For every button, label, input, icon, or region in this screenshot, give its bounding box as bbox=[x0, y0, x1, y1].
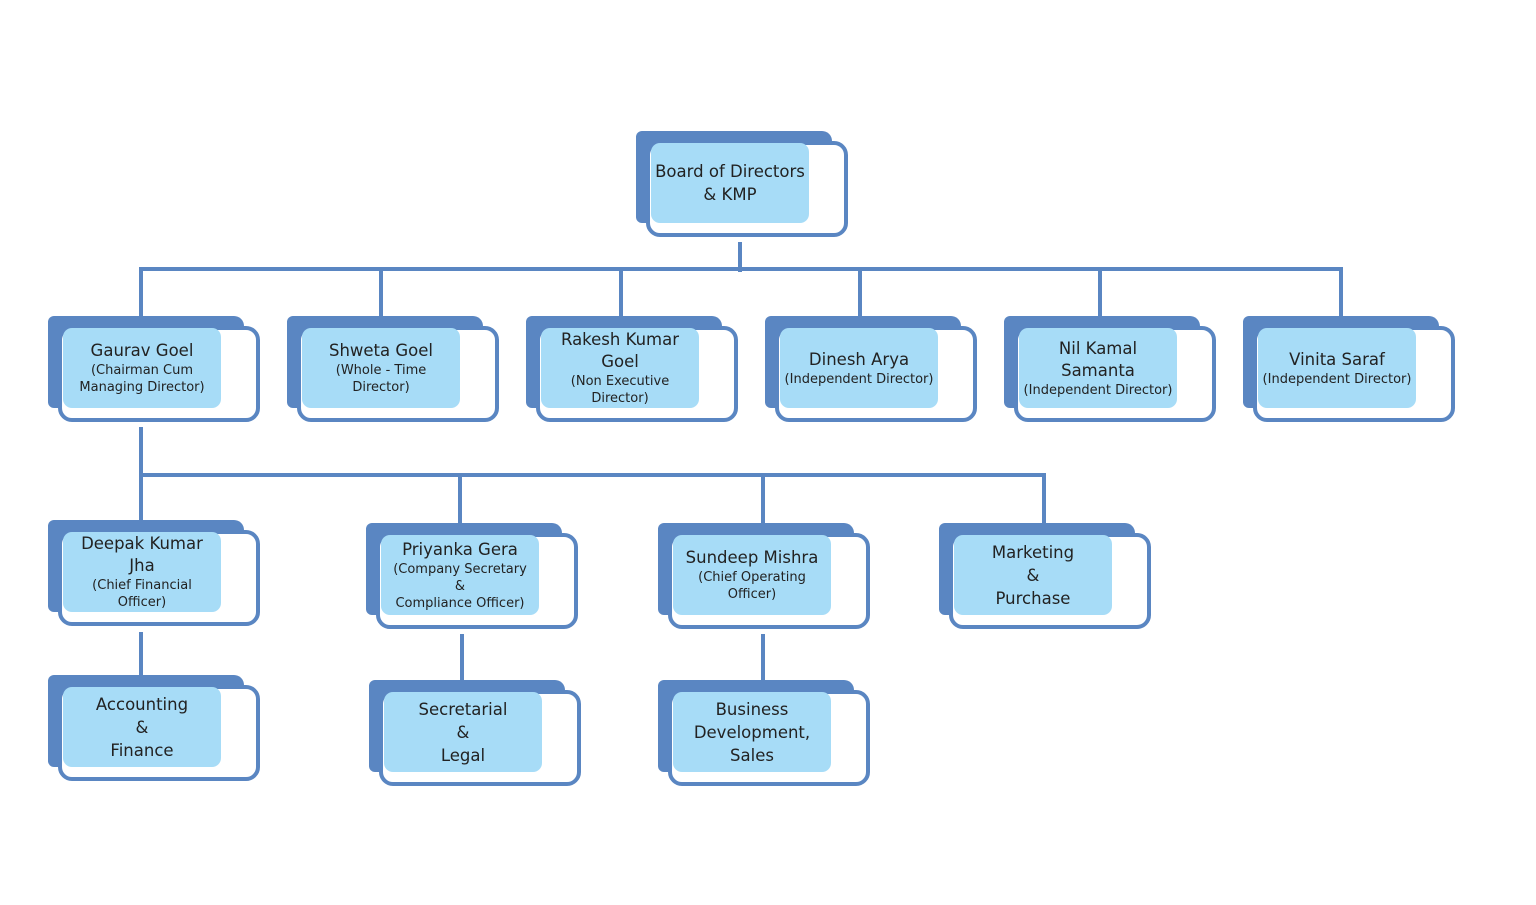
node-name: Accounting & Finance bbox=[95, 694, 189, 760]
node-name: Shweta Goel bbox=[328, 341, 434, 360]
connector-cfo-dept bbox=[139, 632, 143, 678]
node-director-shweta-goel: Shweta Goel (Whole - Time Director) bbox=[287, 316, 499, 422]
node-business-development-sales: Business Development, Sales bbox=[658, 680, 870, 786]
node-officer-priyanka-gera: Priyanka Gera (Company Secretary & Compl… bbox=[366, 523, 578, 629]
connector-root-down bbox=[738, 242, 742, 272]
node-director-dinesh-arya: Dinesh Arya (Independent Director) bbox=[765, 316, 977, 422]
node-name: Gaurav Goel bbox=[90, 341, 194, 360]
node-name: Nil Kamal Samanta bbox=[1058, 338, 1138, 380]
node-role: (Chairman Cum Managing Director) bbox=[79, 363, 205, 395]
node-role: (Chief Financial Officer) bbox=[92, 578, 192, 610]
connector-director-4 bbox=[858, 267, 862, 319]
node-accounting-finance: Accounting & Finance bbox=[48, 675, 260, 781]
node-role: (Independent Director) bbox=[1023, 382, 1173, 398]
node-name: Dinesh Arya bbox=[808, 349, 910, 369]
node-name: Priyanka Gera bbox=[402, 539, 518, 559]
connector-officers-bus bbox=[139, 473, 1046, 477]
node-role: (Chief Operating Officer) bbox=[698, 570, 806, 602]
node-name: Business Development, Sales bbox=[693, 699, 811, 765]
node-name: Secretarial & Legal bbox=[418, 699, 508, 765]
connector-cs-dept bbox=[460, 634, 464, 682]
connector-coo-dept bbox=[761, 634, 765, 682]
node-director-gaurav-goel: Gaurav Goel (Chairman Cum Managing Direc… bbox=[48, 316, 260, 422]
connector-director-1 bbox=[139, 267, 143, 319]
node-name: Board of Directors & KMP bbox=[655, 162, 805, 204]
node-marketing-purchase: Marketing & Purchase bbox=[939, 523, 1151, 629]
connector-officer-3 bbox=[761, 473, 765, 523]
node-director-nil-kamal-samanta: Nil Kamal Samanta (Independent Director) bbox=[1004, 316, 1216, 422]
connector-chairman-down bbox=[139, 427, 143, 477]
connector-directors-bus bbox=[139, 267, 1343, 271]
node-role: (Company Secretary & Compliance Officer) bbox=[393, 561, 527, 611]
node-role: (Independent Director) bbox=[784, 371, 934, 387]
node-officer-sundeep-mishra: Sundeep Mishra (Chief Operating Officer) bbox=[658, 523, 870, 629]
node-secretarial-legal: Secretarial & Legal bbox=[369, 680, 581, 786]
node-name: Deepak Kumar Jha bbox=[81, 534, 203, 575]
connector-officer-4 bbox=[1042, 473, 1046, 523]
connector-director-3 bbox=[619, 267, 623, 319]
node-role: (Independent Director) bbox=[1262, 371, 1412, 387]
connector-officer-1 bbox=[139, 473, 143, 523]
node-name: Sundeep Mishra bbox=[685, 548, 819, 567]
node-role: (Non Executive Director) bbox=[570, 374, 670, 406]
connector-director-2 bbox=[379, 267, 383, 319]
node-name: Marketing & Purchase bbox=[991, 542, 1075, 608]
node-name: Vinita Saraf bbox=[1289, 349, 1385, 369]
node-director-rakesh-kumar-goel: Rakesh Kumar Goel (Non Executive Directo… bbox=[526, 316, 738, 422]
node-director-vinita-saraf: Vinita Saraf (Independent Director) bbox=[1243, 316, 1455, 422]
node-officer-deepak-kumar-jha: Deepak Kumar Jha (Chief Financial Office… bbox=[48, 520, 260, 626]
node-role: (Whole - Time Director) bbox=[335, 363, 427, 395]
connector-officer-2 bbox=[458, 473, 462, 523]
connector-director-6 bbox=[1339, 267, 1343, 319]
connector-director-5 bbox=[1098, 267, 1102, 319]
node-board-of-directors: Board of Directors & KMP bbox=[636, 131, 848, 237]
node-name: Rakesh Kumar Goel bbox=[560, 330, 680, 371]
